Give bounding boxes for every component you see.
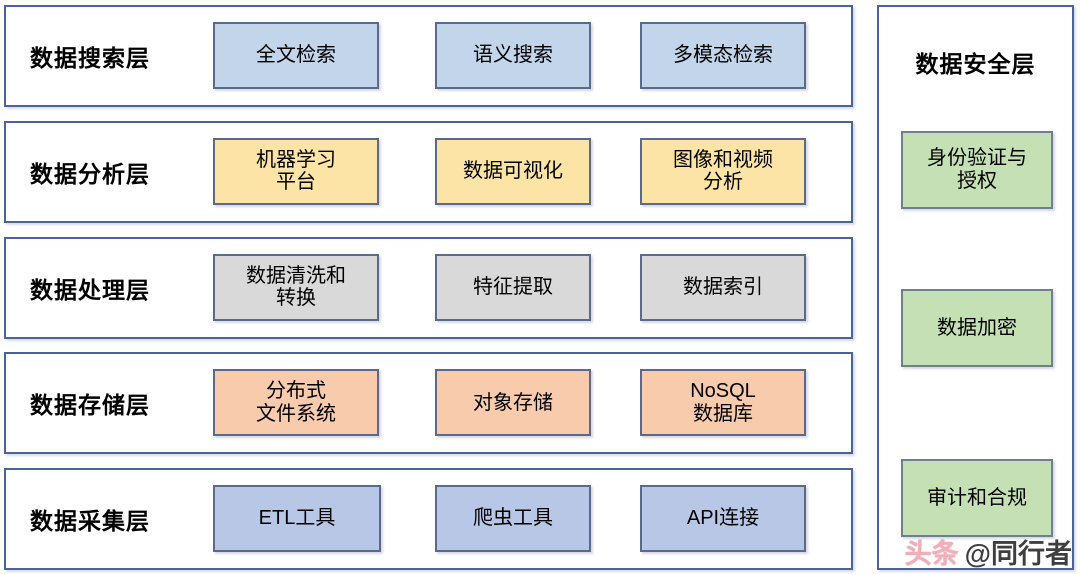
node-data-encryption[interactable]: 数据加密 bbox=[901, 289, 1053, 367]
security-layer-panel: 数据安全层 身份验证与 授权 数据加密 审计和合规 bbox=[877, 5, 1074, 570]
node-image-video-analysis[interactable]: 图像和视频 分析 bbox=[640, 137, 806, 205]
layer-title-processing: 数据处理层 bbox=[30, 276, 150, 303]
node-object-storage[interactable]: 对象存储 bbox=[435, 369, 591, 437]
node-row-processing: 数据清洗和 转换 特征提取 数据索引 bbox=[209, 239, 841, 337]
node-feature-extraction[interactable]: 特征提取 bbox=[435, 253, 591, 321]
security-layer-title: 数据安全层 bbox=[915, 51, 1036, 77]
layer-title-storage: 数据存储层 bbox=[30, 392, 150, 419]
layer-band-processing: 数据处理层 数据清洗和 转换 特征提取 数据索引 bbox=[4, 236, 853, 339]
node-authentication-authorization[interactable]: 身份验证与 授权 bbox=[901, 131, 1053, 209]
node-full-text-search[interactable]: 全文检索 bbox=[213, 22, 379, 89]
node-audit-compliance[interactable]: 审计和合规 bbox=[901, 459, 1053, 537]
node-multimodal-retrieval[interactable]: 多模态检索 bbox=[640, 22, 806, 89]
node-data-indexing[interactable]: 数据索引 bbox=[640, 253, 806, 321]
layer-band-search: 数据搜索层 全文检索 语义搜索 多模态检索 bbox=[4, 5, 853, 107]
node-crawler-tools[interactable]: 爬虫工具 bbox=[435, 485, 591, 552]
layer-stack: 数据搜索层 全文检索 语义搜索 多模态检索 数据分析层 机器学习 平台 数据可视… bbox=[4, 5, 853, 570]
layer-band-storage: 数据存储层 分布式 文件系统 对象存储 NoSQL 数据库 bbox=[4, 352, 853, 455]
node-row-storage: 分布式 文件系统 对象存储 NoSQL 数据库 bbox=[209, 354, 841, 452]
layer-title-analysis: 数据分析层 bbox=[30, 160, 150, 187]
layer-title-collection: 数据采集层 bbox=[30, 508, 150, 534]
node-data-cleaning-transform[interactable]: 数据清洗和 转换 bbox=[213, 253, 379, 321]
node-ml-platform[interactable]: 机器学习 平台 bbox=[213, 137, 379, 205]
node-data-visualization[interactable]: 数据可视化 bbox=[435, 137, 591, 205]
node-row-collection: ETL工具 爬虫工具 API连接 bbox=[209, 470, 841, 568]
node-etl-tools[interactable]: ETL工具 bbox=[213, 485, 381, 552]
node-distributed-file-system[interactable]: 分布式 文件系统 bbox=[213, 369, 379, 437]
layer-band-collection: 数据采集层 ETL工具 爬虫工具 API连接 bbox=[4, 468, 853, 570]
node-row-analysis: 机器学习 平台 数据可视化 图像和视频 分析 bbox=[209, 123, 841, 221]
node-nosql-database[interactable]: NoSQL 数据库 bbox=[640, 369, 806, 437]
node-row-search: 全文检索 语义搜索 多模态检索 bbox=[209, 7, 841, 105]
node-semantic-search[interactable]: 语义搜索 bbox=[435, 22, 591, 89]
layer-band-analysis: 数据分析层 机器学习 平台 数据可视化 图像和视频 分析 bbox=[4, 120, 853, 223]
layer-title-search: 数据搜索层 bbox=[30, 45, 150, 71]
node-api-connection[interactable]: API连接 bbox=[640, 485, 806, 552]
